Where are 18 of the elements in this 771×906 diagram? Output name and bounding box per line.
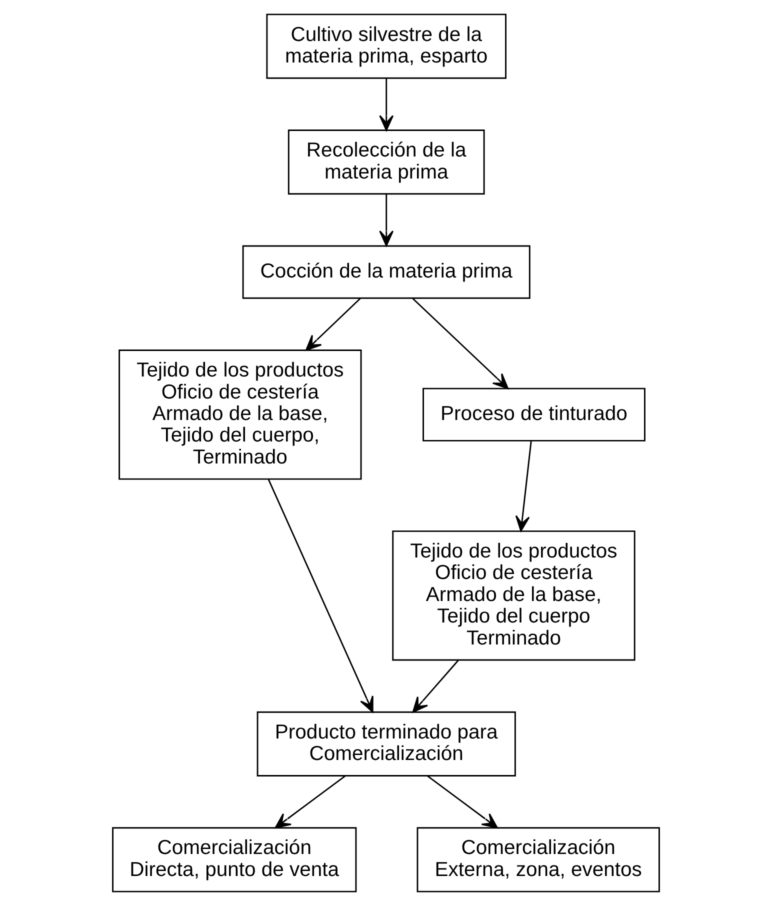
node-box: Comercialización Externa, zona, eventos (416, 827, 660, 892)
arrow (426, 775, 498, 828)
node-box: Cultivo silvestre de la materia prima, esparto (266, 14, 506, 79)
arrow (412, 660, 458, 713)
arrow (412, 298, 508, 390)
arrow (267, 479, 373, 713)
node-box: Producto terminado para Comercialización (256, 711, 516, 776)
arrow (378, 78, 394, 131)
arrow (305, 298, 360, 351)
arrow (378, 194, 394, 246)
node-box: Cocción de la materia prima (242, 245, 530, 299)
node-box: Recolección de la materia prima (287, 130, 484, 195)
node-box: Tejido de los productos Oficio de cestería Armado de la base, Tejido del cuerpo, Terminado (118, 350, 362, 480)
node-box: Comercialización Directa, punto de venta (112, 827, 356, 892)
arrow (274, 775, 346, 828)
node-box: Tejido de los productos Oficio de cestería Armado de la base, Tejido del cuerpo Terminado (392, 530, 635, 661)
arrow (514, 440, 532, 532)
node-box: Proceso de tinturado (422, 388, 645, 442)
